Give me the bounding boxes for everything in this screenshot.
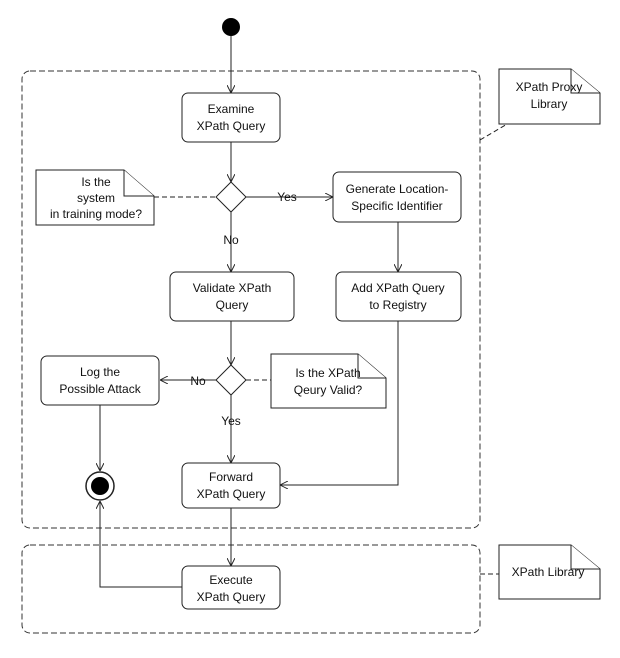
node-add-line1: Add XPath Query: [351, 281, 444, 295]
node-forward-line1: Forward: [209, 470, 253, 484]
node-generate-identifier: Generate Location- Specific Identifier: [332, 171, 462, 223]
node-validate-line1: Validate XPath: [193, 281, 272, 295]
node-log-line1: Log the: [80, 365, 120, 379]
node-examine-line2: XPath Query: [197, 119, 266, 133]
node-log-line2: Possible Attack: [59, 382, 141, 396]
note-proxy-line1: XPath Proxy: [516, 80, 583, 94]
svg-text:XPath Library: XPath Library: [512, 565, 585, 579]
final-node: [85, 471, 115, 501]
note-library-line1: XPath Library: [512, 565, 585, 579]
svg-text:Generate Location-Specific Ide: Generate Location- Specific Identifier: [346, 182, 449, 213]
node-execute-line1: Execute: [209, 573, 253, 587]
note-proxy-line2: Library: [531, 97, 568, 111]
node-add-registry: Add XPath Query to Registry: [335, 271, 462, 322]
node-generate-line2: Specific Identifier: [351, 199, 442, 213]
edge-label-no-log: No: [190, 374, 206, 388]
decision-training-mode: [215, 181, 247, 213]
node-execute-line2: XPath Query: [197, 590, 266, 604]
node-examine-line1: Examine: [208, 102, 255, 116]
note-training-line2: system: [77, 191, 115, 205]
node-generate-line1: Generate Location-: [346, 182, 449, 196]
note-training-line3: in training mode?: [50, 207, 142, 221]
node-validate-line2: Query: [216, 298, 249, 312]
initial-node: [222, 18, 240, 36]
note-training-line1: Is the: [81, 175, 111, 189]
edge-label-yes-generate: Yes: [277, 190, 297, 204]
edge-add-forward: [280, 321, 399, 485]
decision-query-valid: [215, 364, 247, 396]
note-xpath-library: XPath Library: [498, 544, 601, 600]
note-valid-line2: Qeury Valid?: [294, 383, 363, 397]
edge-label-yes-forward: Yes: [221, 414, 241, 428]
node-add-line2: to Registry: [369, 298, 426, 312]
node-forward-line2: XPath Query: [197, 487, 266, 501]
note-training-mode: Is the system in training mode?: [35, 169, 155, 226]
edge-execute-final: [100, 501, 182, 588]
note-valid-line1: Is the XPath: [295, 366, 360, 380]
edge-label-no-validate: No: [223, 233, 239, 247]
